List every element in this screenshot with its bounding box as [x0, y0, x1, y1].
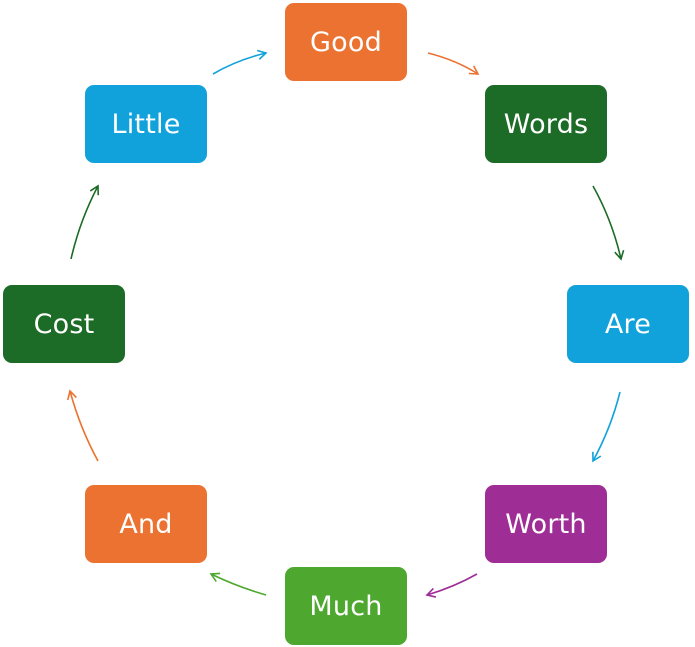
node-words: Words	[485, 85, 607, 163]
arrow-are-to-worth-head	[592, 451, 602, 463]
arrow-words-to-are-head	[614, 249, 625, 261]
arrow-little-to-good-line	[212, 52, 267, 75]
arrow-worth-to-much-head	[425, 587, 437, 598]
arrow-are-to-worth-line	[592, 391, 621, 462]
node-and: And	[85, 485, 207, 563]
arrow-much-to-and-line	[210, 573, 267, 596]
arrow-cost-to-little-line	[70, 185, 99, 260]
node-label-cost: Cost	[33, 308, 95, 340]
node-label-little: Little	[111, 108, 181, 140]
arrow-words-to-are	[592, 185, 625, 261]
node-label-words: Words	[503, 108, 589, 140]
arrow-are-to-worth	[592, 391, 621, 463]
node-good: Good	[285, 3, 407, 81]
arrow-worth-to-much	[425, 573, 478, 598]
arrow-little-to-good	[212, 49, 268, 75]
node-label-are: Are	[604, 308, 652, 340]
node-worth: Worth	[485, 485, 607, 563]
arrow-and-to-cost-line	[69, 390, 99, 462]
node-cost: Cost	[3, 285, 125, 363]
arrow-and-to-cost-head	[66, 389, 78, 401]
arrow-much-to-and-head	[209, 572, 221, 582]
node-label-good: Good	[310, 26, 382, 58]
node-label-and: And	[119, 508, 173, 540]
arrow-much-to-and	[209, 572, 267, 596]
arrow-cost-to-little-head	[89, 184, 100, 196]
arrow-good-to-words	[427, 52, 480, 75]
node-are: Are	[567, 285, 689, 363]
node-much: Much	[285, 567, 407, 645]
arrow-good-to-words-head	[468, 65, 480, 75]
arrow-good-to-words-line	[427, 52, 479, 75]
arrow-little-to-good-head	[256, 49, 268, 60]
node-label-much: Much	[309, 590, 383, 622]
arrow-and-to-cost	[66, 389, 99, 462]
node-little: Little	[85, 85, 207, 163]
arrow-worth-to-much-line	[426, 573, 478, 596]
node-label-worth: Worth	[505, 508, 587, 540]
arrow-cost-to-little	[70, 184, 100, 260]
arrow-words-to-are-line	[592, 185, 622, 260]
